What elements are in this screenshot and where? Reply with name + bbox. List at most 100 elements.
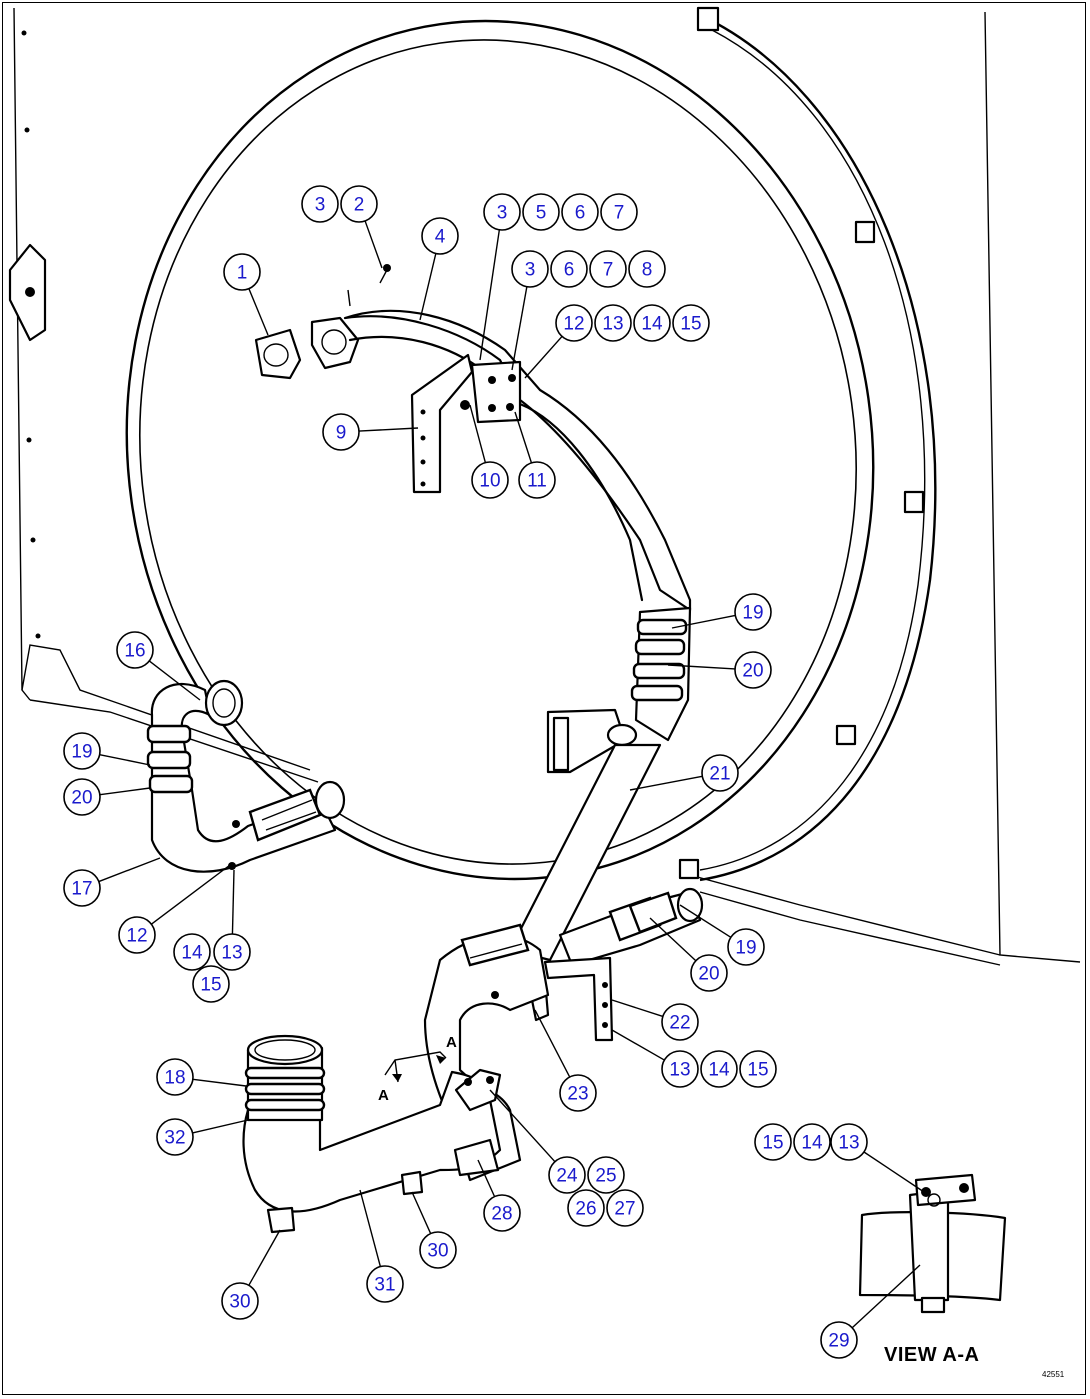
callout-number: 10 — [479, 471, 500, 492]
callout-circle — [672, 304, 710, 342]
section-letter-a-upper: A — [446, 1034, 457, 1051]
callout-number: 29 — [828, 1331, 849, 1352]
leader-line-c23 — [534, 1009, 571, 1078]
callout-13: 13 — [213, 933, 251, 971]
callout-circle — [589, 250, 627, 288]
leader-line-c22 — [611, 999, 664, 1018]
callout-15: 15 — [192, 965, 230, 1003]
callout-circle — [600, 193, 638, 231]
callout-number: 28 — [491, 1204, 512, 1225]
leader-line-c13c — [611, 1029, 665, 1061]
callout-circle — [522, 193, 560, 231]
callout-30: 30 — [419, 1231, 457, 1269]
outlet-pipe-31 — [242, 1034, 502, 1234]
callout-number: 22 — [669, 1013, 690, 1034]
leader-line-c31 — [359, 1189, 382, 1267]
callout-number: 19 — [742, 603, 763, 624]
callout-circle — [606, 1189, 644, 1227]
leader-line-c3b — [479, 229, 501, 361]
callout-8: 8 — [628, 250, 666, 288]
view-a-a-label: VIEW A-A — [884, 1344, 980, 1366]
callout-circle — [223, 253, 261, 291]
callout-circle — [661, 1003, 699, 1041]
callout-13: 13 — [830, 1123, 868, 1161]
callout-circle — [820, 1321, 858, 1359]
callout-number: 20 — [71, 788, 92, 809]
callout-circle — [518, 461, 556, 499]
callout-number: 30 — [427, 1241, 448, 1262]
callout-circle — [628, 250, 666, 288]
callout-5: 5 — [522, 193, 560, 231]
callout-number: 2 — [354, 195, 365, 216]
callout-circle — [561, 193, 599, 231]
callout-circle — [156, 1058, 194, 1096]
callout-circle — [793, 1123, 831, 1161]
callout-3: 3 — [483, 193, 521, 231]
callout-14: 14 — [633, 304, 671, 342]
callout-number: 15 — [680, 314, 701, 335]
callout-circle — [116, 631, 154, 669]
leader-line-c11 — [514, 411, 533, 464]
callout-number: 5 — [536, 203, 547, 224]
leader-line-c30b — [248, 1229, 281, 1286]
callout-14: 14 — [700, 1050, 738, 1088]
callout-31: 31 — [366, 1265, 404, 1303]
leader-line-c13b — [231, 869, 235, 935]
callout-circle — [340, 185, 378, 223]
callout-15: 15 — [754, 1123, 792, 1161]
callout-32: 32 — [156, 1118, 194, 1156]
callout-circle — [63, 732, 101, 770]
callout-circle — [690, 954, 728, 992]
callout-number: 14 — [641, 314, 663, 335]
leader-line-c12a — [524, 335, 563, 379]
leader-line-c28 — [477, 1159, 496, 1197]
callout-15: 15 — [672, 304, 710, 342]
callout-number: 32 — [164, 1128, 185, 1149]
callout-number: 16 — [124, 641, 145, 662]
callout-number: 3 — [497, 203, 508, 224]
callout-3: 3 — [301, 185, 339, 223]
leader-line-c3c — [511, 286, 528, 371]
callout-11: 11 — [518, 461, 556, 499]
right-wall — [689, 11, 1081, 966]
callout-circle — [471, 461, 509, 499]
callout-number: 6 — [564, 260, 575, 281]
callout-number: 23 — [567, 1084, 588, 1105]
leader-line-c29 — [851, 1264, 921, 1329]
left-hose-assembly — [146, 679, 346, 873]
callout-17: 17 — [63, 869, 101, 907]
callout-number: 7 — [603, 260, 614, 281]
gasket-flange-1 — [254, 328, 302, 380]
callout-number: 13 — [602, 314, 623, 335]
callout-number: 31 — [374, 1275, 395, 1296]
callout-20: 20 — [734, 651, 772, 689]
upper-tube — [310, 264, 692, 612]
callout-20: 20 — [690, 954, 728, 992]
drawing-number: 42551 — [1042, 1370, 1065, 1379]
callout-number: 4 — [435, 227, 446, 248]
callout-circle — [594, 304, 632, 342]
callout-25: 25 — [587, 1156, 625, 1194]
callout-13: 13 — [661, 1050, 699, 1088]
callout-number: 15 — [200, 975, 221, 996]
callout-number: 8 — [642, 260, 653, 281]
callout-circle — [734, 593, 772, 631]
callout-circle — [173, 933, 211, 971]
callout-14: 14 — [173, 933, 211, 971]
callout-circle — [63, 869, 101, 907]
callout-number: 19 — [735, 938, 756, 959]
callout-number: 26 — [575, 1199, 596, 1220]
callout-number: 13 — [221, 943, 242, 964]
callout-number: 18 — [164, 1068, 185, 1089]
callout-circle — [322, 413, 360, 451]
leader-line-c4 — [419, 253, 437, 321]
leader-line-c32 — [192, 1119, 249, 1134]
callout-number: 6 — [575, 203, 586, 224]
tube-21 — [508, 743, 662, 962]
callout-number: 14 — [708, 1060, 730, 1081]
callout-circle — [63, 778, 101, 816]
callout-6: 6 — [561, 193, 599, 231]
callout-circle — [701, 754, 739, 792]
callout-circle — [192, 965, 230, 1003]
